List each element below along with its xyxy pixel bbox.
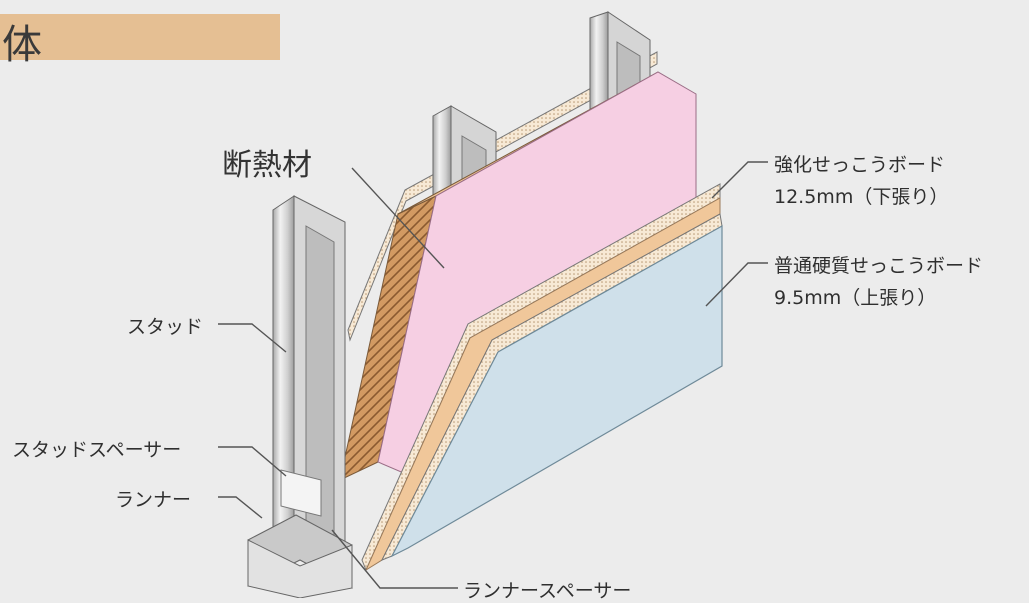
stud-spacer-label: スタッドスペーサー <box>12 439 182 461</box>
leader-runner <box>218 496 263 519</box>
board-upper-name-label: 普通硬質せっこうボード <box>774 255 984 277</box>
leader-insulation <box>351 167 445 269</box>
leader-runner-spacer <box>331 529 458 589</box>
stud-label: スタッド <box>127 316 204 338</box>
leader-stud-spacer <box>218 446 287 477</box>
leader-stud <box>218 323 287 353</box>
upper-board-face <box>390 224 723 558</box>
front-stud <box>272 195 346 565</box>
page-title: 体 <box>2 22 42 68</box>
title-bar: 体 <box>0 14 280 68</box>
insulation-label: 断熱材 <box>222 148 312 183</box>
leader-board-lower <box>711 161 768 199</box>
runner-channel <box>247 514 353 598</box>
leader-lines <box>218 161 768 589</box>
board-lower-name-label: 強化せっこうボード <box>774 154 946 176</box>
leader-board-upper <box>705 262 768 307</box>
runner-label: ランナー <box>115 489 192 511</box>
runner-spacer-label: ランナースペーサー <box>463 580 632 602</box>
board-upper-spec-label: 9.5mm（上張り） <box>774 287 937 309</box>
board-lower-spec-label: 12.5mm（下張り） <box>774 186 949 208</box>
